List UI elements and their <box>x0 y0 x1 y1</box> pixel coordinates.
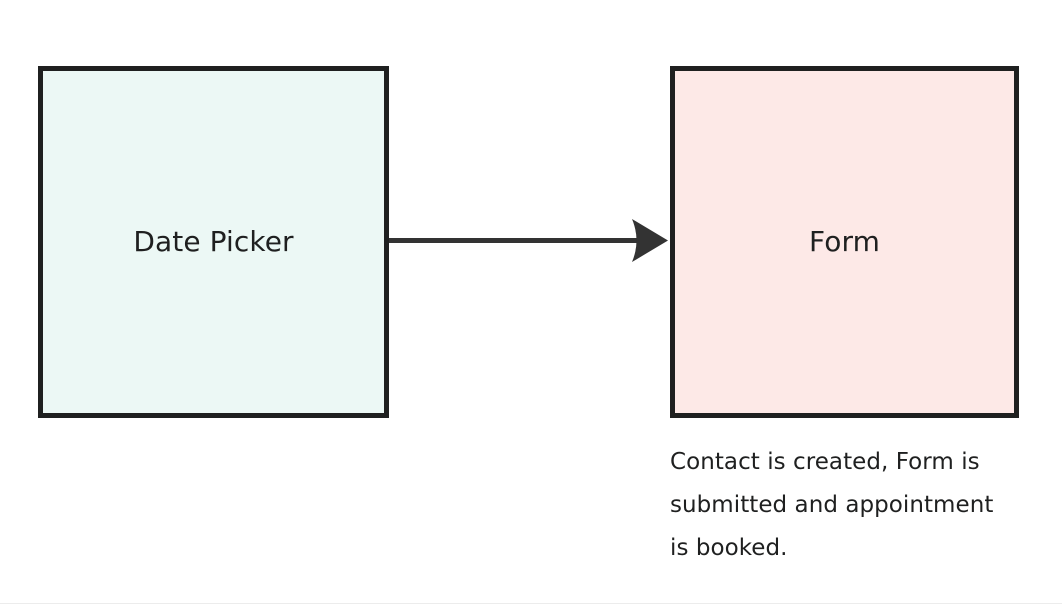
bottom-divider <box>0 603 1062 604</box>
node-date-picker[interactable]: Date Picker <box>38 66 389 418</box>
node-form-label: Form <box>809 224 880 258</box>
edge-date-picker-to-form[interactable] <box>389 219 668 262</box>
edge-arrowhead-icon <box>632 219 668 262</box>
form-caption: Contact is created, Form is submitted an… <box>670 449 994 561</box>
node-form[interactable]: Form <box>670 66 1019 418</box>
node-date-picker-label: Date Picker <box>133 224 294 258</box>
